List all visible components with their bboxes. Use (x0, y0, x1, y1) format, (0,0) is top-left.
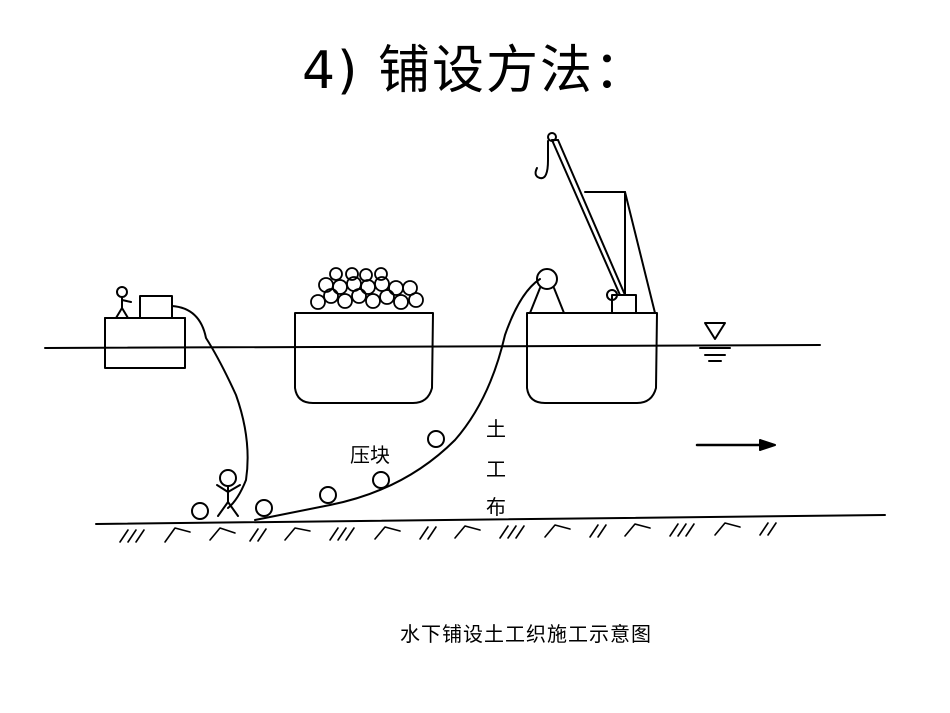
geotextile-sheet (254, 278, 541, 521)
label-geotextile-char-2: 工 (486, 457, 506, 481)
operator-figure (115, 286, 132, 319)
label-geotextile-char-1: 土 (486, 417, 506, 441)
crane (551, 139, 656, 314)
pressure-blocks-on-barge (310, 267, 424, 310)
geotextile-roller (529, 268, 565, 314)
flow-arrow-icon (695, 439, 776, 451)
crane-hook-icon (534, 132, 557, 180)
figure-caption: 水下铺设土工织施工示意图 (400, 622, 652, 646)
seabed-line (95, 514, 886, 525)
diver-figure (216, 469, 241, 517)
middle-barge (294, 312, 434, 404)
water-level-icon (699, 322, 731, 362)
right-barge (526, 312, 658, 404)
pressure-blocks-on-seabed (191, 430, 445, 520)
air-hose (171, 305, 249, 509)
slide-title: 4) 铺设方法： (302, 41, 648, 101)
label-pressure-blocks: 压块 (350, 443, 390, 467)
label-geotextile-char-3: 布 (486, 495, 506, 519)
seabed-hatching (119, 522, 777, 543)
